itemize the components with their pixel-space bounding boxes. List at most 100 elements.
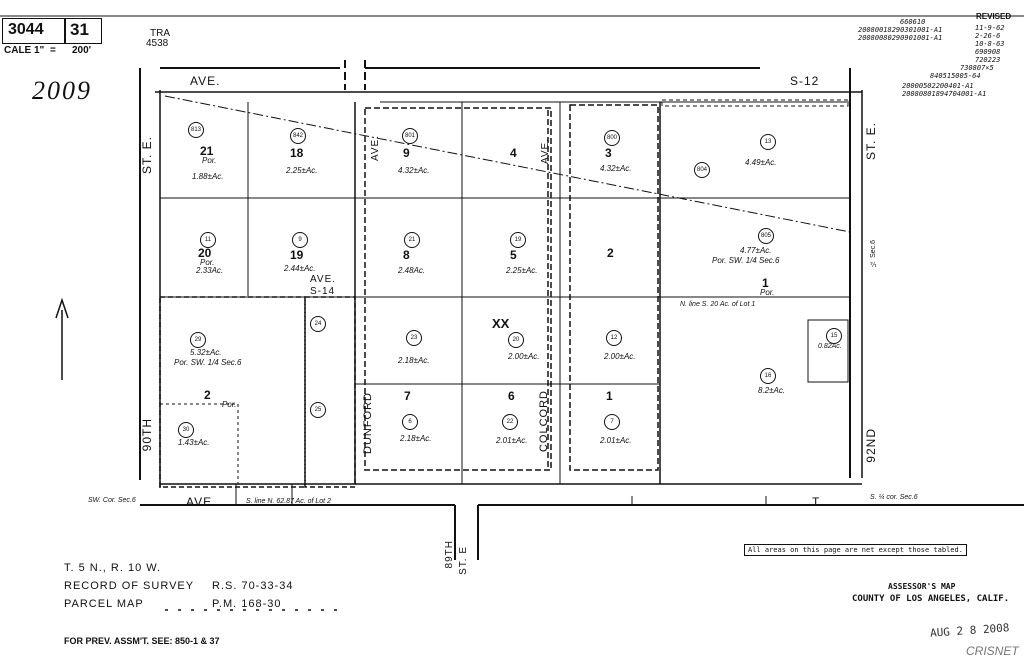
scale-equals: =	[50, 45, 56, 56]
parcel-id-6: 6	[402, 414, 418, 430]
street-t-bottom: T	[812, 495, 821, 509]
lot-5: 5	[510, 248, 517, 262]
tract-xx: XX	[492, 316, 510, 331]
street-s14: S-14	[310, 286, 336, 297]
lot-21: 21	[200, 144, 214, 158]
parcel-id-9: 9	[292, 232, 308, 248]
revised-code-1: 20080018290301001-A1	[858, 26, 943, 34]
street-90th: 90TH	[140, 418, 154, 452]
parcel-id-7: 7	[604, 414, 620, 430]
lot-8: 8	[403, 248, 410, 262]
note-s-line: S. line N. 62.87 Ac. of Lot 2	[246, 498, 331, 505]
street-92nd: 92ND	[864, 428, 878, 463]
parcel-id-24: 24	[310, 316, 326, 332]
parcel-id-25: 25	[310, 402, 326, 418]
page-number: 31	[70, 20, 89, 39]
street-89th-st-e: ST. E	[458, 546, 469, 575]
acre-19: 2.44±Ac.	[284, 264, 316, 273]
acre-21: 1.88±Ac.	[192, 172, 224, 181]
acre-5: 2.25±Ac.	[506, 266, 538, 275]
parcel-id-23: 23	[406, 330, 422, 346]
tra-code: 4538	[146, 38, 169, 49]
lot-4: 4	[510, 146, 517, 160]
acre-9: 4.32±Ac.	[398, 166, 430, 175]
portion-lot1: Por.	[760, 288, 775, 297]
record-of-survey-label: RECORD OF SURVEY	[64, 580, 195, 592]
parcel-id-29: 29	[190, 332, 206, 348]
acre-30: 1.43±Ac.	[178, 438, 210, 447]
portion-sw-left: Por. SW. 1/4 Sec.6	[174, 358, 242, 367]
street-st-e-left: ST. E.	[140, 136, 154, 175]
acre-7: 2.18±Ac.	[400, 434, 432, 443]
acre-16: 8.2±Ac.	[758, 386, 786, 395]
lot-6: 6	[508, 389, 515, 403]
acre-2-mid: 2.00±Ac.	[604, 352, 636, 361]
revised-code-2: 20080080290901001-A1	[858, 34, 943, 42]
township: T. 5 N., R. 10 W.	[64, 562, 162, 574]
acre-20: 2.33Ac.	[196, 266, 224, 275]
parcel-map-label: PARCEL MAP	[64, 598, 144, 610]
note-n-line: N. line S. 20 Ac. of Lot 1	[680, 301, 756, 308]
street-dunford: DUNFORD	[362, 392, 374, 454]
street-ave-mid: AVE.	[540, 138, 551, 165]
lot-18: 18	[290, 146, 304, 160]
tra-label: TRA	[150, 28, 170, 39]
parcel-id-20: 20	[508, 332, 524, 348]
previous-assessment: FOR PREV. ASSM'T. SEE: 850-1 & 37	[64, 636, 220, 646]
lot-9: 9	[403, 146, 410, 160]
book-number: 3044	[8, 21, 44, 38]
parcel-id-30: 30	[178, 422, 194, 438]
acre-23: 2.18±Ac.	[398, 356, 430, 365]
portion-lot2: Por.	[222, 400, 237, 409]
parcel-id-15: 15	[826, 328, 842, 344]
portion-sw-right: Por. SW. 1/4 Sec.6	[712, 256, 780, 265]
lot-3: 3	[605, 146, 612, 160]
parcel-id-801: 801	[402, 128, 418, 144]
lot-19: 19	[290, 248, 304, 262]
parcel-id-813: 813	[188, 122, 204, 138]
note-s14-cor: S. ¼ cor. Sec.6	[870, 494, 918, 501]
lot-1: 1	[762, 276, 769, 290]
acre-3: 4.32±Ac.	[600, 164, 632, 173]
acre-18: 2.25±Ac.	[286, 166, 318, 175]
revised-code-3: 20000502200401-A1	[902, 82, 974, 90]
lot-1-lower: 1	[606, 389, 613, 403]
revised-date-5: 730807×5	[960, 64, 994, 72]
parcel-id-22: 22	[502, 414, 518, 430]
acre-1: 2.01±Ac.	[600, 436, 632, 445]
acre-lot1: 4.77±Ac.	[740, 246, 772, 255]
lot-2: 2	[607, 246, 614, 260]
revised-title: REVISED	[976, 12, 1012, 21]
lot-2-lower: 2	[204, 388, 211, 402]
parcel-id-800: 800	[604, 130, 620, 146]
parcel-id-11: 11	[200, 232, 216, 248]
book-number-box	[2, 18, 66, 44]
parcel-id-804: 804	[694, 162, 710, 178]
scale-label: CALE 1"	[4, 45, 45, 56]
street-ave-left: AVE.	[370, 135, 381, 162]
street-ave-top: AVE.	[190, 74, 221, 88]
revised-date-0: 11-9-62	[975, 24, 1005, 32]
street-colcord: COLCORD	[538, 390, 550, 453]
revised-code-4: 20080801894704001-A1	[902, 90, 987, 98]
parcel-id-16: 16	[760, 368, 776, 384]
acre-22: 2.00±Ac.	[508, 352, 540, 361]
map-year: 2009	[32, 76, 92, 105]
street-ave-bottom: AVE.	[186, 495, 217, 509]
note-sec6: ¼ Sec.6	[870, 240, 877, 267]
parcel-id-13: 13	[760, 134, 776, 150]
record-of-survey-ref: R.S. 70-33-34	[212, 580, 294, 592]
street-st-e-right: ST. E.	[864, 122, 878, 161]
acre-6: 2.01±Ac.	[496, 436, 528, 445]
parcel-id-805: 805	[758, 228, 774, 244]
parcel-id-19: 19	[510, 232, 526, 248]
revised-date-6: 840515005-64	[930, 72, 981, 80]
street-ave-s14: AVE.	[310, 274, 337, 285]
portion-lot20: Por.	[200, 258, 215, 267]
assessor-map-label: ASSESSOR'S MAP	[888, 582, 956, 591]
revised-date-2: 10-8-63	[975, 40, 1005, 48]
acre-15: 0.82Ac.	[818, 343, 842, 350]
acre-13: 4.49±Ac.	[745, 158, 777, 167]
page-number-box	[64, 18, 102, 44]
